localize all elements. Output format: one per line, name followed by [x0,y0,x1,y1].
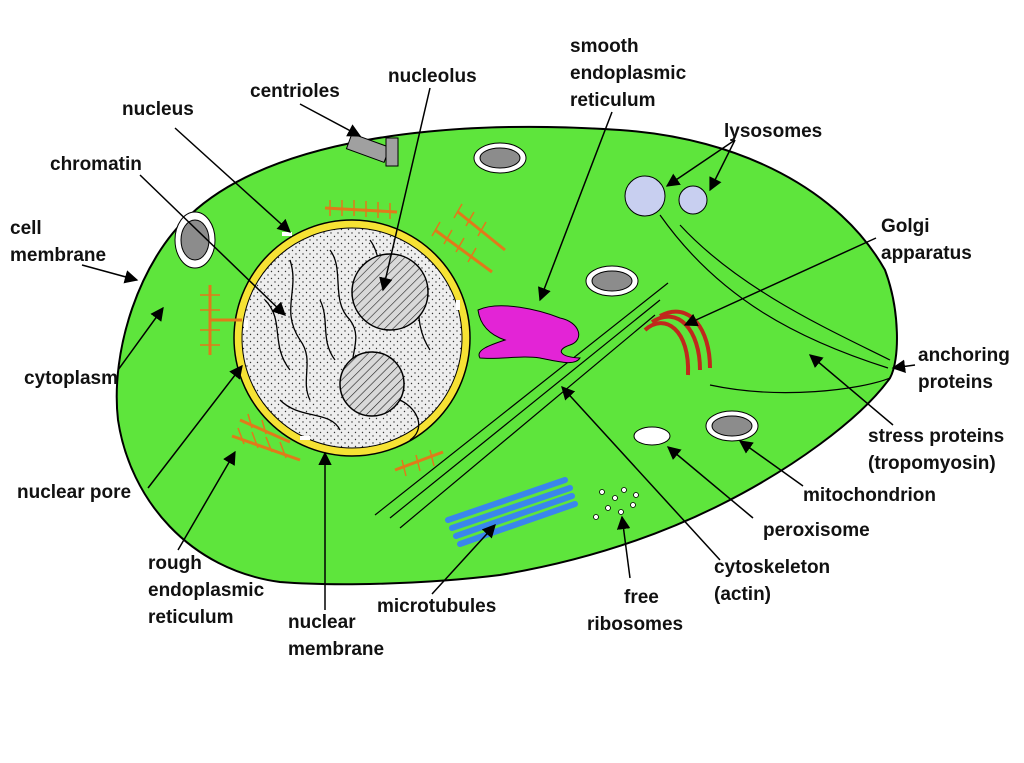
label-cell-membrane-line1: cell [10,218,42,239]
labels: nucleus centrioles nucleolus smooth endo… [10,36,1010,660]
peroxisome [633,426,671,446]
nucleolus-2 [339,351,405,417]
label-smooth-er-line2: endoplasmic [570,63,687,84]
nucleus [233,219,471,457]
lysosome-1 [624,175,666,217]
nuclear-pores [244,232,460,440]
label-chromatin: chromatin [50,154,142,175]
label-golgi-line2: apparatus [881,243,972,264]
label-lysosomes: lysosomes [724,121,822,142]
label-golgi-line1: Golgi [881,216,930,237]
label-rough-er-line1: rough [148,553,202,574]
smooth-er [477,305,581,364]
label-stress-line2: (tropomyosin) [868,453,996,474]
label-nuclear-pore: nuclear pore [17,482,131,503]
leader-lines [81,87,916,610]
label-stress-line1: stress proteins [868,426,1004,447]
label-rough-er-line2: endoplasmic [148,580,265,601]
centrioles [345,133,399,167]
nucleolus-1 [351,253,429,331]
label-rough-er-line3: reticulum [148,607,234,628]
label-cytoskeleton-line2: (actin) [714,584,771,605]
label-nuclear-membrane-line2: membrane [288,639,384,660]
microtubules-bundle [445,477,578,547]
label-centrioles: centrioles [250,81,340,102]
label-smooth-er-line1: smooth [570,36,639,57]
cytoskeleton-fibers [374,214,891,529]
label-nuclear-membrane-line1: nuclear [288,612,356,633]
lysosome-2 [678,185,708,215]
label-anchoring-line2: proteins [918,372,993,393]
free-ribosomes [593,487,639,520]
mitochondria [174,142,759,442]
label-anchoring-line1: anchoring [918,345,1010,366]
label-nucleus: nucleus [122,99,194,120]
label-free-ribosomes-line1: free [624,587,659,608]
label-nucleolus: nucleolus [388,66,477,87]
label-microtubules: microtubules [377,596,496,617]
label-peroxisome: peroxisome [763,520,870,541]
label-smooth-er-line3: reticulum [570,90,656,111]
rough-er [200,200,506,477]
label-mitochondrion: mitochondrion [803,485,936,506]
label-cell-membrane-line2: membrane [10,245,106,266]
label-cytoskeleton-line1: cytoskeleton [714,557,830,578]
label-cytoplasm: cytoplasm [24,368,118,389]
label-free-ribosomes-line2: ribosomes [587,614,683,635]
